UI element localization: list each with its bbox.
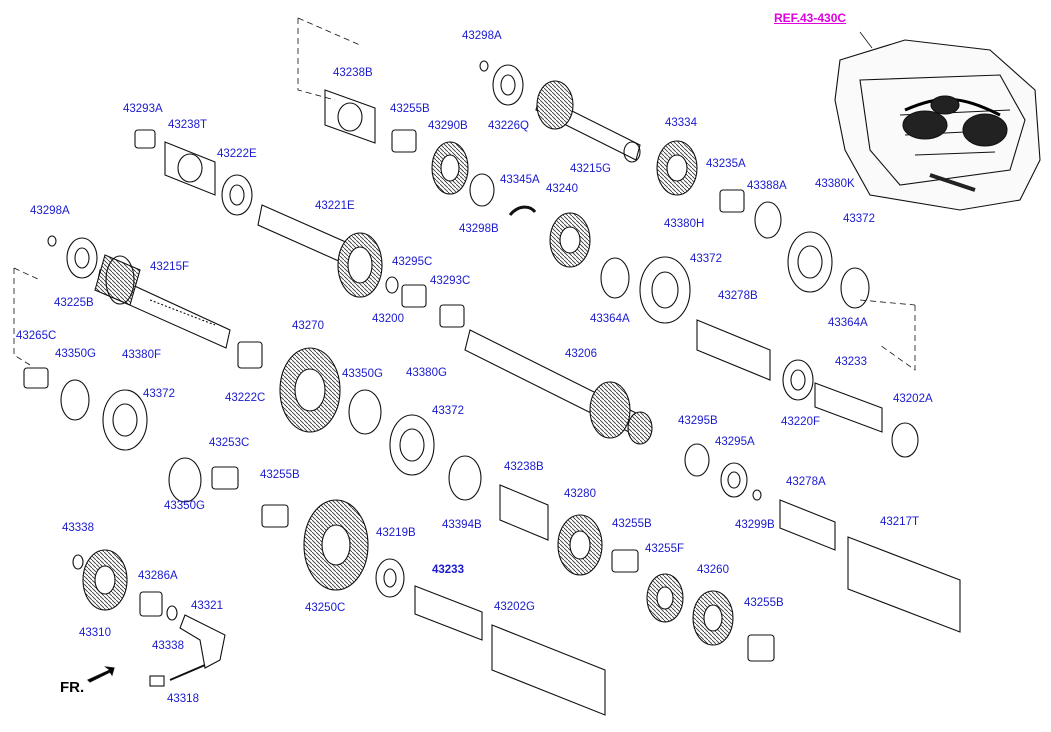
counter-shaft	[535, 80, 641, 163]
part-label[interactable]: 43350G	[55, 348, 96, 360]
needle-bearings	[23, 129, 775, 662]
part-label[interactable]: 43255B	[390, 103, 430, 115]
part-label[interactable]: 43388A	[747, 180, 787, 192]
part-label[interactable]: 43334	[665, 117, 697, 129]
part-label[interactable]: 43222C	[225, 392, 266, 404]
part-label[interactable]: 43222E	[217, 148, 257, 160]
part-label[interactable]: 43299B	[735, 519, 775, 531]
part-label[interactable]: 43233	[432, 564, 464, 576]
part-label[interactable]: 43338	[152, 640, 184, 652]
part-label[interactable]: 43394B	[442, 519, 482, 531]
part-label[interactable]: 43202G	[494, 601, 535, 613]
part-label[interactable]: 43318	[167, 693, 199, 705]
part-label[interactable]: 43206	[565, 348, 597, 360]
part-label[interactable]: 43202A	[893, 393, 933, 405]
transmission-housing	[834, 31, 1041, 211]
part-label[interactable]: 43200	[372, 313, 404, 325]
part-label[interactable]: 43255B	[612, 518, 652, 530]
part-label[interactable]: 43372	[690, 253, 722, 265]
main-shaft	[257, 204, 383, 298]
part-label[interactable]: 43338	[62, 522, 94, 534]
part-label[interactable]: 43364A	[590, 313, 630, 325]
part-label[interactable]: 43293A	[123, 103, 163, 115]
part-label[interactable]: 43238B	[333, 67, 373, 79]
part-label[interactable]: 43293C	[430, 275, 471, 287]
part-label[interactable]: 43225B	[54, 297, 94, 309]
reference-label[interactable]: REF.43-430C	[774, 11, 847, 25]
front-direction-label: FR.	[60, 679, 85, 696]
part-label[interactable]: 43233	[835, 356, 867, 368]
shift-fork	[149, 614, 226, 687]
part-label[interactable]: 43295A	[715, 436, 755, 448]
part-label[interactable]: 43255B	[744, 597, 784, 609]
dashed-leaders	[13, 17, 916, 371]
part-label[interactable]: 43298B	[459, 223, 499, 235]
part-label[interactable]: 43380F	[122, 349, 162, 361]
part-label[interactable]: 43372	[843, 213, 875, 225]
part-label[interactable]: 43255F	[645, 543, 685, 555]
part-label[interactable]: 43220F	[781, 416, 821, 428]
part-label[interactable]: 43372	[143, 388, 175, 400]
part-label[interactable]: 43350G	[164, 500, 205, 512]
part-label[interactable]: 43290B	[428, 120, 468, 132]
front-arrow-icon	[87, 666, 115, 683]
part-label[interactable]: 43219B	[376, 527, 416, 539]
part-label[interactable]: 43217T	[880, 516, 920, 528]
spring-kits	[164, 89, 961, 716]
part-label[interactable]: 43250C	[305, 602, 346, 614]
part-label[interactable]: 43278A	[786, 476, 826, 488]
part-label[interactable]: 43380K	[815, 178, 855, 190]
part-label[interactable]: 43350G	[342, 368, 383, 380]
part-label[interactable]: 43295B	[678, 415, 718, 427]
part-label[interactable]: 43221E	[315, 200, 355, 212]
output-shaft	[464, 329, 653, 445]
part-label[interactable]: 43260	[697, 564, 729, 576]
part-label[interactable]: 43286A	[138, 570, 178, 582]
part-label[interactable]: 43345A	[500, 174, 540, 186]
part-label[interactable]: 43298A	[30, 205, 70, 217]
part-label[interactable]: 43310	[79, 627, 111, 639]
part-label[interactable]: 43270	[292, 320, 324, 332]
part-label[interactable]: 43321	[191, 600, 223, 612]
bearings-and-rings	[47, 60, 919, 621]
part-label[interactable]: 43372	[432, 405, 464, 417]
part-label[interactable]: 43253C	[209, 437, 250, 449]
part-label[interactable]: 43215G	[570, 163, 611, 175]
part-label[interactable]: 43380G	[406, 367, 447, 379]
part-label[interactable]: 43240	[546, 183, 578, 195]
part-label[interactable]: 43364A	[828, 317, 868, 329]
part-label[interactable]: 43238B	[504, 461, 544, 473]
part-label[interactable]: 43380H	[664, 218, 705, 230]
part-label[interactable]: 43278B	[718, 290, 758, 302]
gear-parts	[82, 140, 833, 646]
part-label[interactable]: 43265C	[16, 330, 57, 342]
part-label[interactable]: 43295C	[392, 256, 433, 268]
part-label[interactable]: 43255B	[260, 469, 300, 481]
part-label[interactable]: 43226Q	[488, 120, 529, 132]
input-shaft	[94, 254, 231, 349]
part-label[interactable]: 43298A	[462, 30, 502, 42]
part-label[interactable]: 43235A	[706, 158, 746, 170]
part-label[interactable]: 43238T	[168, 119, 208, 131]
part-label[interactable]: 43280	[564, 488, 596, 500]
part-label[interactable]: 43215F	[150, 261, 190, 273]
